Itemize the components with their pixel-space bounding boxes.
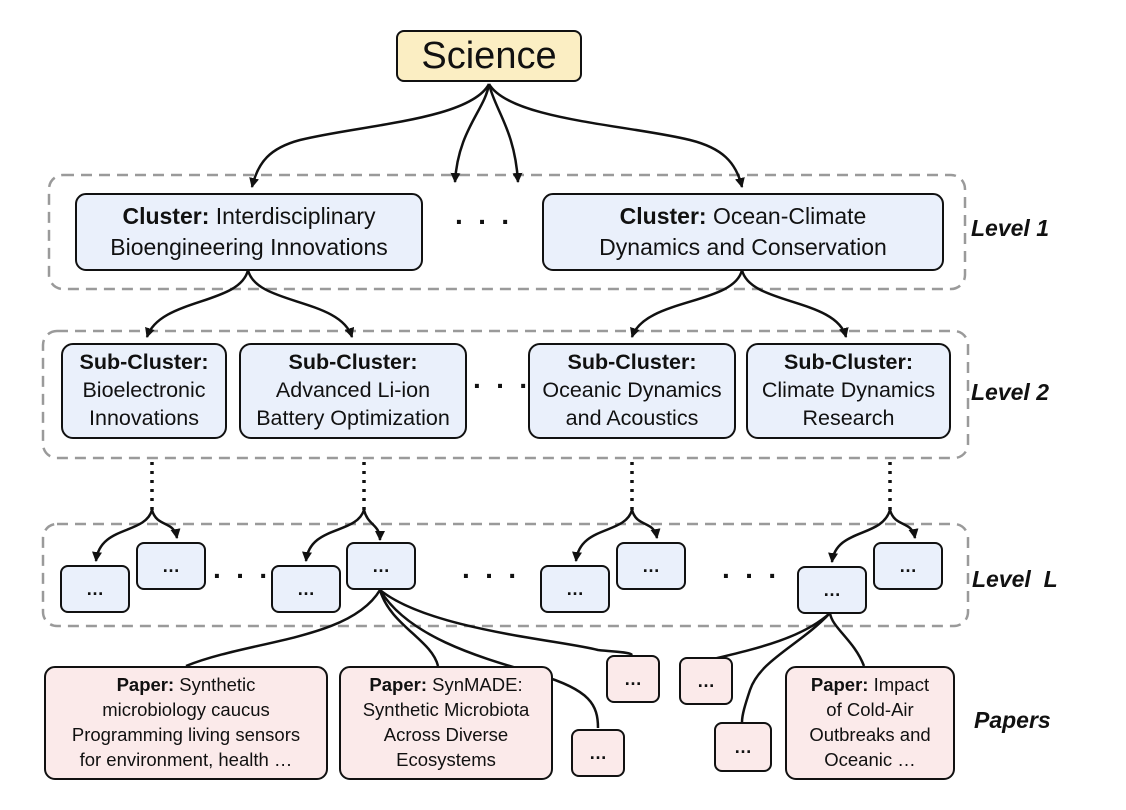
level-l-ellipsis: · · · bbox=[213, 560, 272, 591]
edge-fork-3a bbox=[572, 509, 634, 562]
subcluster-bioelectronic-innovations: Sub-Cluster: Bioelectronic Innovations bbox=[61, 343, 227, 439]
edge-leaf-paper-more-4 bbox=[740, 612, 831, 723]
edge-fork-3b bbox=[630, 509, 661, 539]
level-l-node: … bbox=[60, 565, 130, 613]
edge-leaf-paper-1 bbox=[185, 589, 382, 668]
subcluster-title-line2: Innovations bbox=[89, 405, 199, 430]
edge-fork-4b bbox=[888, 509, 919, 539]
edge-cluster-1-sub-1 bbox=[145, 269, 250, 338]
paper-placeholder: … bbox=[571, 729, 625, 777]
cluster-title-line1: Ocean-Climate bbox=[706, 203, 867, 230]
subcluster-title-line1: Bioelectronic bbox=[82, 378, 206, 403]
level-2-label: Level 2 bbox=[971, 379, 1049, 405]
paper-placeholder: … bbox=[606, 655, 660, 703]
paper-title-line2: of Cold-Air bbox=[826, 699, 914, 721]
paper-prefix: Paper: bbox=[369, 674, 427, 696]
edge-root-more-2 bbox=[487, 83, 523, 183]
level-l-node: … bbox=[540, 565, 610, 613]
cluster-title-line2: Dynamics and Conservation bbox=[599, 234, 887, 260]
edge-leaf-paper-2 bbox=[378, 589, 440, 667]
paper-title-line3: Across Diverse bbox=[383, 724, 509, 745]
edge-cluster-1-sub-2 bbox=[246, 269, 355, 338]
level-l-label: Level L bbox=[972, 566, 1058, 592]
level-l-node: … bbox=[873, 542, 943, 590]
paper-title-line1: SynMADE: bbox=[426, 674, 523, 696]
subcluster-title-line2: Battery Optimization bbox=[256, 405, 450, 430]
edge-fork-4a bbox=[828, 509, 892, 563]
paper-title-line1: Synthetic bbox=[174, 674, 256, 696]
level-l-ellipsis: · · · bbox=[462, 560, 521, 591]
edge-leaf-paper-more-1 bbox=[379, 589, 634, 656]
edge-leaf-paper-more-3 bbox=[704, 612, 831, 663]
paper-synmade: Paper: SynMADE: Synthetic Microbiota Acr… bbox=[339, 666, 553, 780]
subcluster-li-ion-battery: Sub-Cluster: Advanced Li-ion Battery Opt… bbox=[239, 343, 467, 439]
edge-fork-2a bbox=[302, 509, 366, 562]
subcluster-title-line1: Climate Dynamics bbox=[761, 378, 936, 403]
subcluster-title-line1: Oceanic Dynamics bbox=[542, 378, 722, 403]
subcluster-title-line2: and Acoustics bbox=[565, 405, 699, 430]
paper-title-line3: Programming living sensors bbox=[71, 724, 301, 745]
level2-ellipsis: · · · bbox=[473, 370, 532, 401]
paper-synthetic-microbiology: Paper: Synthetic microbiology caucus Pro… bbox=[44, 666, 328, 780]
edge-fork-1a bbox=[92, 509, 154, 562]
edge-leaf-paper-3 bbox=[828, 612, 866, 667]
cluster-title-line2: Bioengineering Innovations bbox=[110, 234, 388, 260]
paper-prefix: Paper: bbox=[116, 674, 175, 696]
paper-title-line3: Outbreaks and bbox=[809, 724, 931, 745]
level-l-container bbox=[41, 522, 970, 628]
papers-label: Papers bbox=[974, 707, 1051, 733]
paper-prefix: Paper: bbox=[810, 674, 869, 696]
edge-cluster-2-sub-4 bbox=[740, 269, 849, 338]
level-l-node: … bbox=[136, 542, 206, 590]
subcluster-title-line1: Advanced Li-ion bbox=[275, 378, 431, 403]
paper-title-line1: Impact bbox=[868, 674, 930, 696]
cluster-prefix: Cluster: bbox=[122, 203, 210, 230]
paper-title-line4: for environment, health … bbox=[79, 748, 293, 770]
level-1-container bbox=[47, 173, 967, 291]
paper-placeholder: … bbox=[714, 722, 772, 772]
level1-ellipsis: · · · bbox=[455, 206, 514, 237]
cluster-prefix: Cluster: bbox=[619, 203, 707, 230]
paper-placeholder: … bbox=[679, 657, 733, 705]
level-l-node: … bbox=[616, 542, 686, 590]
edge-fork-2b bbox=[362, 509, 385, 541]
level-l-node: … bbox=[797, 566, 867, 614]
paper-cold-air-outbreaks: Paper: Impact of Cold-Air Outbreaks and … bbox=[785, 666, 955, 780]
level-l-node: … bbox=[271, 565, 341, 613]
root-node-science: Science bbox=[396, 30, 582, 82]
cluster-title-line1: Interdisciplinary bbox=[209, 203, 376, 230]
root-label: Science bbox=[421, 34, 557, 77]
subcluster-prefix: Sub-Cluster: bbox=[567, 350, 697, 375]
edge-root-more-1 bbox=[450, 83, 491, 183]
paper-title-line4: Ecosystems bbox=[396, 748, 496, 770]
cluster-ocean-climate-dynamics: Cluster: Ocean-Climate Dynamics and Cons… bbox=[542, 193, 944, 271]
level-l-node: … bbox=[346, 542, 416, 590]
cluster-interdisciplinary-bioengineering: Cluster: Interdisciplinary Bioengineerin… bbox=[75, 193, 423, 271]
edge-cluster-2-sub-3 bbox=[630, 269, 744, 338]
subcluster-prefix: Sub-Cluster: bbox=[79, 350, 209, 375]
subcluster-prefix: Sub-Cluster: bbox=[784, 350, 913, 375]
level-1-label: Level 1 bbox=[971, 215, 1049, 241]
edge-root-cluster-2 bbox=[487, 83, 745, 188]
subcluster-oceanic-dynamics-acoustics: Sub-Cluster: Oceanic Dynamics and Acoust… bbox=[528, 343, 736, 439]
level-l-ellipsis: · · · bbox=[722, 560, 781, 591]
subcluster-title-line2: Research bbox=[802, 405, 895, 430]
level-2-container bbox=[41, 329, 970, 460]
subcluster-prefix: Sub-Cluster: bbox=[288, 350, 418, 375]
paper-title-line4: Oceanic … bbox=[824, 748, 916, 770]
paper-title-line2: Synthetic Microbiota bbox=[362, 699, 530, 721]
edge-root-cluster-1 bbox=[249, 83, 491, 188]
edge-fork-1b bbox=[150, 509, 181, 539]
subcluster-climate-dynamics-research: Sub-Cluster: Climate Dynamics Research bbox=[746, 343, 951, 439]
paper-title-line2: microbiology caucus bbox=[102, 699, 270, 721]
